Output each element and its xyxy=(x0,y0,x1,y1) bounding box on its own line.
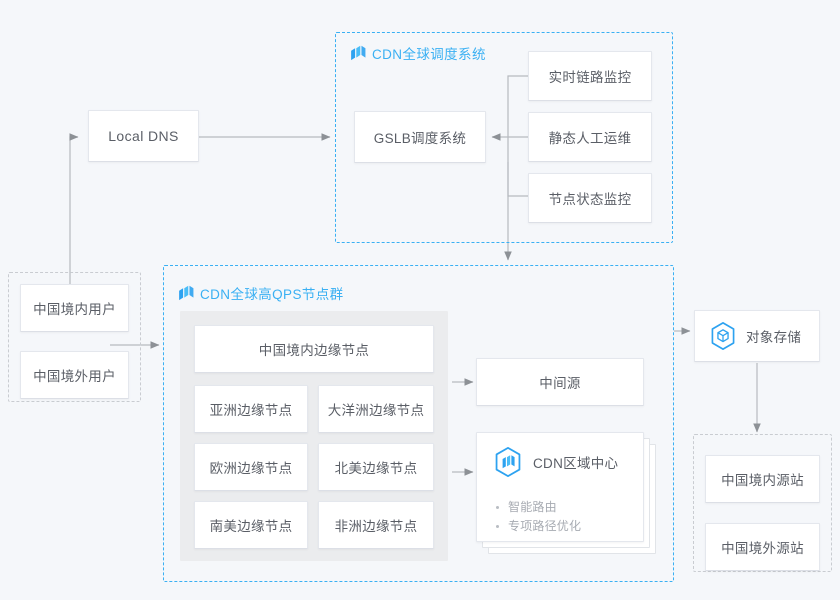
regional-center-feature-list: 智能路由 专项路径优化 xyxy=(493,498,627,536)
cdn-logo-icon xyxy=(179,285,194,300)
edge-node-oceania[interactable]: 大洋洲边缘节点 xyxy=(318,385,434,433)
edge-node-africa[interactable]: 非洲边缘节点 xyxy=(318,501,434,549)
regional-center-feature: 智能路由 xyxy=(493,498,627,517)
edge-node-oceania-label: 大洋洲边缘节点 xyxy=(327,403,425,418)
mid-source-label: 中间源 xyxy=(539,376,581,391)
user-domestic[interactable]: 中国境内用户 xyxy=(20,284,129,332)
regional-center-card[interactable]: CDN区域中心 智能路由 专项路径优化 xyxy=(476,432,644,542)
cdn-hex-icon xyxy=(495,446,521,478)
edge-node-china[interactable]: 中国境内边缘节点 xyxy=(194,325,434,373)
origin-domestic[interactable]: 中国境内源站 xyxy=(705,455,820,503)
regional-center-title: CDN区域中心 xyxy=(533,456,619,471)
regional-center-header: CDN区域中心 xyxy=(493,446,627,478)
input-realtime-link-monitor[interactable]: 实时链路监控 xyxy=(528,51,652,101)
user-domestic-label: 中国境内用户 xyxy=(33,302,116,317)
input-node-status-monitor[interactable]: 节点状态监控 xyxy=(528,173,652,223)
input-manual-ops-label: 静态人工运维 xyxy=(548,131,632,146)
input-realtime-link-monitor-label: 实时链路监控 xyxy=(548,70,632,85)
cdn-logo-icon xyxy=(351,45,366,60)
regional-center-stack[interactable]: CDN区域中心 智能路由 专项路径优化 xyxy=(476,432,656,554)
gslb-label: GSLB调度系统 xyxy=(373,131,467,146)
edge-node-south-america[interactable]: 南美边缘节点 xyxy=(194,501,308,549)
edge-node-africa-label: 非洲边缘节点 xyxy=(334,519,418,534)
input-node-status-monitor-label: 节点状态监控 xyxy=(548,192,632,207)
object-storage-label: 对象存储 xyxy=(746,330,802,345)
scheduling-group-frame xyxy=(335,32,673,243)
mid-source-node[interactable]: 中间源 xyxy=(476,358,644,406)
edge-node-south-america-label: 南美边缘节点 xyxy=(209,519,293,534)
origin-group-frame xyxy=(693,434,832,572)
edge-node-asia-label: 亚洲边缘节点 xyxy=(209,403,293,418)
origin-overseas[interactable]: 中国境外源站 xyxy=(705,523,820,571)
origin-overseas-label: 中国境外源站 xyxy=(721,541,804,556)
edge-node-asia[interactable]: 亚洲边缘节点 xyxy=(194,385,308,433)
edge-node-europe-label: 欧洲边缘节点 xyxy=(209,461,293,476)
object-storage-node[interactable]: 对象存储 xyxy=(694,310,820,362)
regional-center-feature: 专项路径优化 xyxy=(493,517,627,536)
origin-domestic-label: 中国境内源站 xyxy=(721,473,804,488)
edge-node-china-label: 中国境内边缘节点 xyxy=(258,343,370,358)
scheduling-group-label: CDN全球调度系统 xyxy=(372,47,486,62)
input-manual-ops[interactable]: 静态人工运维 xyxy=(528,112,652,162)
edge-node-north-america-label: 北美边缘节点 xyxy=(334,461,418,476)
user-overseas[interactable]: 中国境外用户 xyxy=(20,351,129,399)
node-group-title: CDN全球高QPS节点群 xyxy=(177,283,344,303)
local-dns-node[interactable]: Local DNS xyxy=(88,110,199,162)
oss-hex-cube-icon xyxy=(711,322,735,350)
edge-node-north-america[interactable]: 北美边缘节点 xyxy=(318,443,434,491)
node-group-frame xyxy=(163,265,674,582)
scheduling-group-title: CDN全球调度系统 xyxy=(349,43,486,63)
edge-node-europe[interactable]: 欧洲边缘节点 xyxy=(194,443,308,491)
gslb-node[interactable]: GSLB调度系统 xyxy=(354,111,486,163)
local-dns-label: Local DNS xyxy=(108,128,179,144)
node-group-label: CDN全球高QPS节点群 xyxy=(200,287,344,302)
user-overseas-label: 中国境外用户 xyxy=(33,369,116,384)
